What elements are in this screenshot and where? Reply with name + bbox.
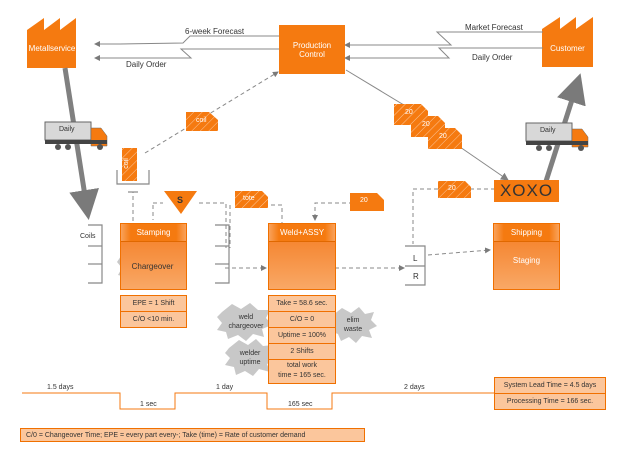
customer-forecast-label: Market Forecast <box>465 23 523 32</box>
timeline-wait-1: 1.5 days <box>47 384 74 391</box>
load-leveling-box: XOXO <box>494 180 559 202</box>
timeline-process-2: 165 sec <box>288 401 313 408</box>
weld-uptime: Uptime = 100% <box>269 328 335 344</box>
kanban-weld-production <box>350 193 384 211</box>
customer-label: Customer <box>550 44 585 53</box>
timeline-line <box>22 392 495 410</box>
kanban-tote <box>235 191 268 208</box>
kaizen-weld-changeover-label: weld chargeover <box>228 314 264 330</box>
summary-box: System Lead Time = 4.5 days Processing T… <box>494 377 606 410</box>
weld-changeover: C/O = 0 <box>269 312 335 328</box>
kanban-batch-3-label: 20 <box>439 133 447 140</box>
kanban-coil-post <box>186 112 218 131</box>
signal-kanban-label: S <box>177 195 184 205</box>
process-stamping[interactable]: Stamping <box>120 223 187 290</box>
customer-order-label: Daily Order <box>472 53 513 62</box>
kaizen-burst-weld-changeover <box>217 303 272 341</box>
process-shipping[interactable]: Shipping Staging <box>493 223 560 290</box>
production-control-box[interactable]: Production Control <box>279 25 345 74</box>
coils-inventory-label: Coils <box>80 233 96 240</box>
legend-box: C/0 = Changeover Time; EPE = every part … <box>20 428 365 442</box>
kanban-coil-withdrawal <box>122 148 137 181</box>
process-weld-assy[interactable]: Weld+ASSY <box>268 223 336 290</box>
timeline-wait-2: 1 day <box>216 384 234 391</box>
timeline-process-1: 1 sec <box>140 401 157 408</box>
process-stamping-title: Stamping <box>121 224 186 242</box>
supplier-factory-icon <box>27 18 76 68</box>
kanban-shipping-label: 20 <box>448 185 456 192</box>
kanban-batch-3 <box>428 128 462 149</box>
stamping-changeover: C/O <10 min. <box>132 316 175 323</box>
kaizen-burst-welder-uptime <box>225 339 276 376</box>
stamping-epe: EPE = 1 Shift <box>121 296 186 312</box>
kaizen-stamping-label: Chargeover <box>131 262 174 271</box>
system-lead-time: System Lead Time = 4.5 days <box>495 378 605 394</box>
outbound-truck-icon <box>525 122 589 151</box>
stamping-data-box: EPE = 1 Shift C/O <10 min. <box>120 295 187 328</box>
kaizen-burst-elim-waste <box>329 307 377 343</box>
supermarket-r-label: R <box>413 272 419 281</box>
kanban-tote-label: tote <box>243 195 255 202</box>
signal-kanban-icon <box>164 191 197 214</box>
outbound-truck-label: Daily <box>540 127 556 134</box>
kanban-coil-withdrawal-label: coil <box>122 158 130 169</box>
kaizen-welder-uptime-label: welder uptime <box>239 350 261 366</box>
timeline-wait-3: 2 days <box>404 384 425 391</box>
inbound-truck-label: Daily <box>59 126 75 133</box>
weld-data-box: Take = 58.6 sec. C/O = 0 Uptime = 100% 2… <box>268 295 336 384</box>
inbound-truck-icon <box>44 121 108 150</box>
process-weld-assy-title: Weld+ASSY <box>269 224 335 242</box>
weld-shifts: 2 Shifts <box>269 344 335 360</box>
weld-total-work: total work time = 165 sec. <box>278 362 326 379</box>
kaizen-elim-waste-label: elim waste <box>343 317 363 333</box>
processing-time: Processing Time = 166 sec. <box>506 398 594 405</box>
supermarket-l-label: L <box>413 254 418 263</box>
weld-takt: Take = 58.6 sec. <box>269 296 335 312</box>
supplier-order-label: Daily Order <box>126 60 167 69</box>
process-shipping-title: Shipping <box>494 224 559 242</box>
kanban-batch-2-label: 20 <box>422 121 430 128</box>
kanban-weld-production-label: 20 <box>360 197 368 204</box>
supplier-label: Metallservice <box>28 44 76 53</box>
kanban-coil-post-label: coil <box>196 117 207 124</box>
kanban-shipping <box>438 181 471 198</box>
supplier-forecast-label: 6-week Forecast <box>185 27 245 36</box>
process-shipping-body: Staging <box>512 256 541 265</box>
kanban-batch-1-label: 20 <box>405 109 413 116</box>
customer-factory-icon <box>542 17 593 67</box>
